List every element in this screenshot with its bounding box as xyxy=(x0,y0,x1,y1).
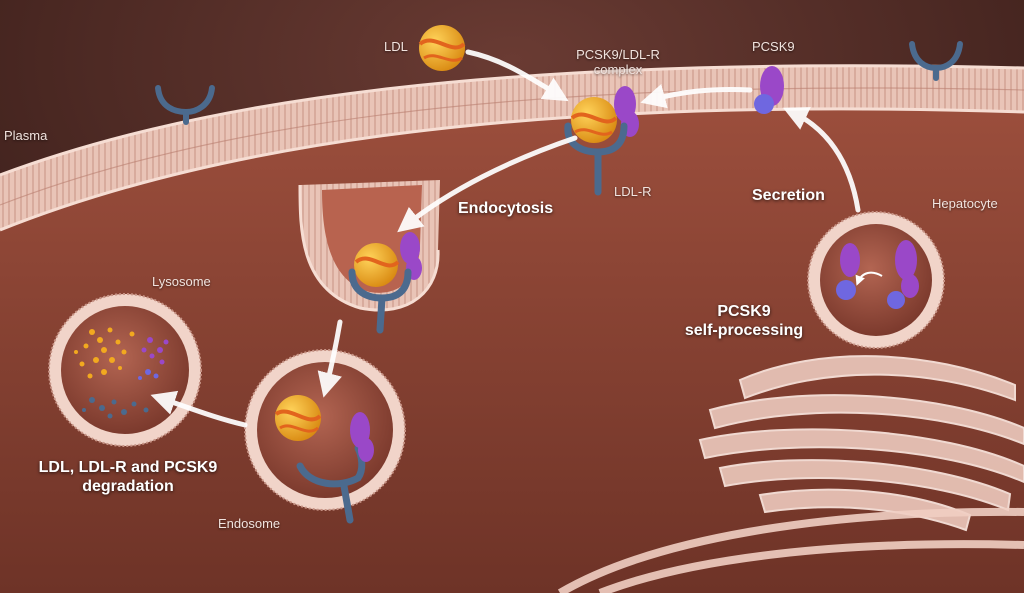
label-degradation-line1: LDL, LDL-R and PCSK9 xyxy=(38,459,218,476)
arrow-ldl-to-complex xyxy=(465,49,569,102)
arrow-endocytosis xyxy=(397,135,578,233)
label-degradation-line2: degradation xyxy=(82,478,174,495)
pathway-arrows xyxy=(150,49,861,428)
label-plasma: Plasma xyxy=(4,128,48,143)
label-hepatocyte: Hepatocyte xyxy=(932,196,998,211)
label-lysosome: Lysosome xyxy=(152,274,211,289)
arrow-secretion xyxy=(782,107,861,213)
pcsk9-endosome xyxy=(350,412,374,462)
golgi-apparatus xyxy=(698,355,1024,532)
label-complex-line2: complex xyxy=(593,62,643,77)
label-endocytosis: Endocytosis xyxy=(458,200,554,217)
label-self-processing: PCSK9 self-processing xyxy=(664,302,824,340)
label-ldl: LDL xyxy=(384,39,408,54)
pcsk9-free xyxy=(754,66,784,114)
label-complex-line1: PCSK9/LDL-R xyxy=(576,47,660,62)
label-pcsk9: PCSK9 xyxy=(752,39,795,54)
endosome xyxy=(244,349,406,524)
arrow-to-endosome xyxy=(317,319,343,398)
pcsk9-ldlr-complex-pit xyxy=(348,232,422,334)
label-degradation: LDL, LDL-R and PCSK9 degradation xyxy=(8,458,248,496)
surface-receptor-left xyxy=(155,85,215,125)
nuclear-envelope xyxy=(557,507,1024,593)
label-self-processing-line1: PCSK9 xyxy=(717,303,771,320)
arrow-pcsk9-to-complex xyxy=(640,84,753,109)
ldl-particle-free xyxy=(418,25,466,71)
label-endosome: Endosome xyxy=(218,516,281,531)
label-self-processing-line2: self-processing xyxy=(684,322,804,339)
label-complex: PCSK9/LDL-R complex xyxy=(560,47,676,77)
label-ldlr: LDL-R xyxy=(614,184,652,199)
lysosome xyxy=(48,293,202,447)
label-secretion: Secretion xyxy=(752,187,825,204)
secretory-vesicle xyxy=(807,211,945,349)
arrow-to-lysosome xyxy=(150,390,248,428)
surface-receptor-right xyxy=(909,41,963,81)
ldl-particle-endosome xyxy=(275,395,321,441)
